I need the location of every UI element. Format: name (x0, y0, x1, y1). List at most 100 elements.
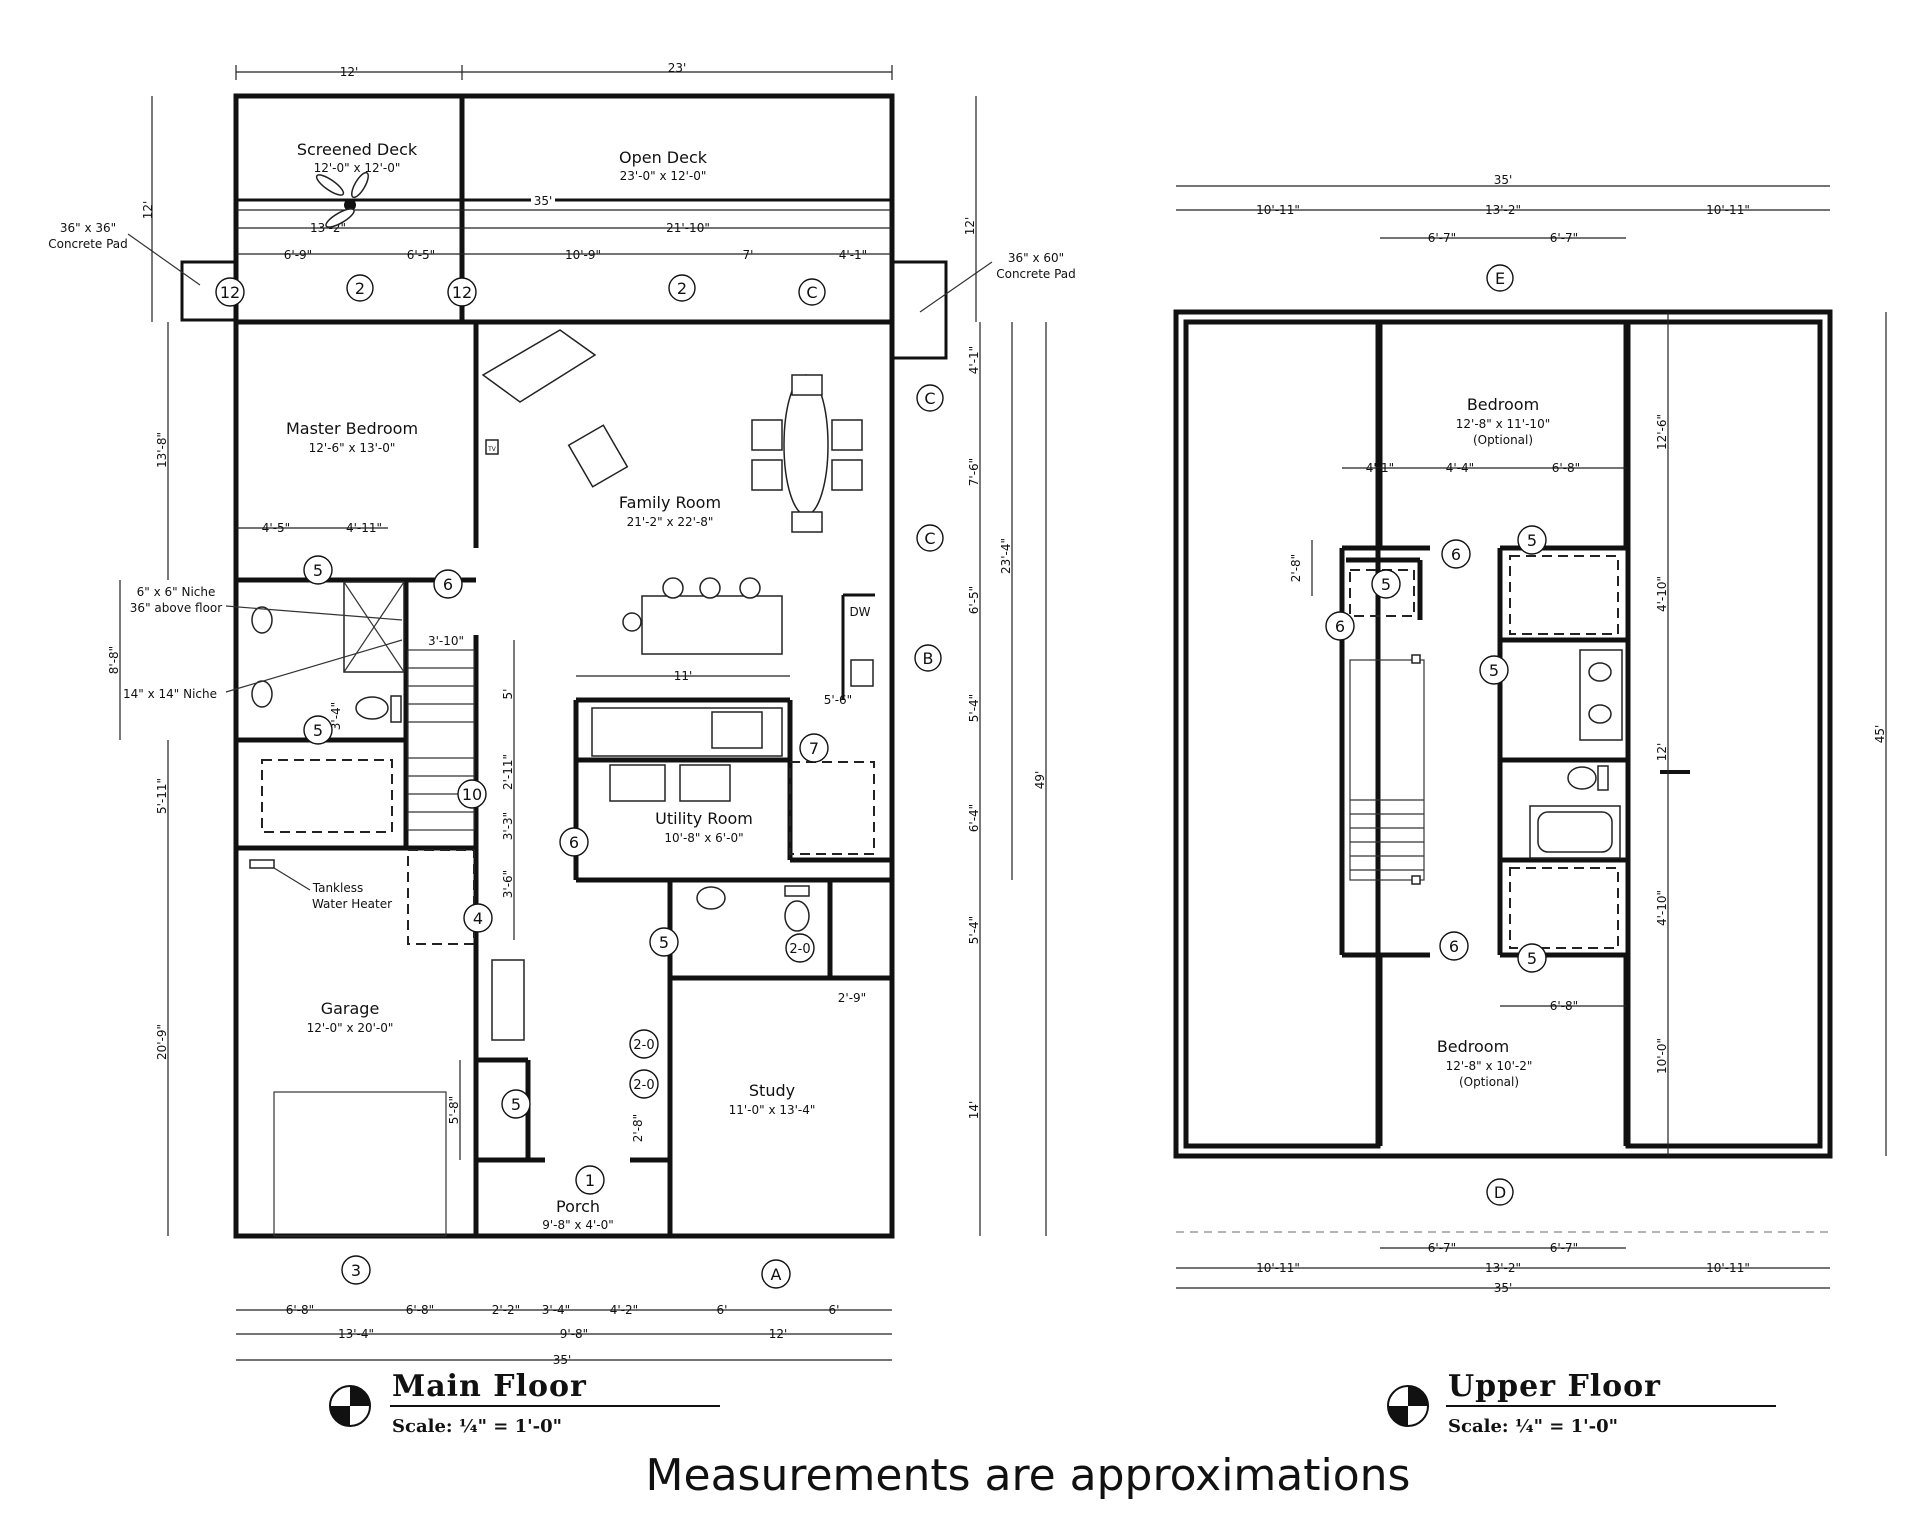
upper-room-labels: Bedroom 12'-8" x 11'-10" (Optional) Bedr… (1437, 395, 1550, 1089)
tag-upper-6b: 6 (1335, 617, 1345, 636)
upper-tags: E 6 5 5 6 5 6 5 D (1325, 264, 1547, 1206)
dim-7: 7' (743, 248, 754, 262)
dim-3-6: 3'-6" (501, 870, 515, 898)
room-name-master-bedroom: Master Bedroom (286, 419, 418, 438)
toilet-icon (784, 900, 810, 932)
deck-area: 35' 13'-2" 21'-10" 6'-9" 6'-5" 10'-9" 7'… (233, 93, 895, 325)
dim-deck-21-10: 21'-10" (666, 221, 710, 235)
room-name-porch: Porch (556, 1197, 600, 1216)
dim-3-3: 3'-3" (501, 812, 515, 840)
note-niche-2: 36" above floor (130, 601, 222, 615)
dim-b2-13-4: 13'-4" (338, 1327, 374, 1341)
measurements-disclaimer: Measurements are approximations (646, 1450, 1411, 1501)
dim-left-5-11: 5'-11" (155, 778, 169, 814)
upper-bottom-dimensions: 6'-7" 6'-7" 10'-11" 13'-2" 10'-11" 35' (1176, 1231, 1830, 1295)
room-size-garage: 12'-0" x 20'-0" (307, 1021, 394, 1035)
kitchen-sink-icon (850, 659, 874, 687)
tag-a: A (771, 1265, 782, 1284)
dim-2-9: 2'-9" (838, 991, 866, 1005)
dim-right-6-5: 6'-5" (967, 586, 981, 614)
dryer-icon (679, 764, 731, 802)
dim-10-9: 10'-9" (565, 248, 601, 262)
dim-b1-6-8b: 6'-8" (406, 1303, 434, 1317)
dim-upper-6-7a: 6'-7" (1428, 231, 1456, 245)
washer-icon (609, 764, 666, 802)
water-heater-icon (249, 859, 275, 869)
tag-5a: 5 (313, 561, 323, 580)
room-size-master-bedroom: 12'-6" x 13'-0" (309, 441, 396, 455)
main-floor-title-block: Main Floor Scale: ¼" = 1'-0" (329, 1369, 720, 1437)
main-interior-dimensions: 4'-5" 4'-11" 3'-10" 3'-4" 5' 2'-11" 3'-3… (236, 521, 866, 1160)
tag-2a: 2 (355, 279, 365, 298)
dim-b2-9-8: 9'-8" (560, 1327, 588, 1341)
tag-upper-5a: 5 (1527, 531, 1537, 550)
dim-deck-35: 35' (534, 194, 553, 208)
concrete-pads: 36" x 36" Concrete Pad 36" x 60" Concret… (48, 221, 1076, 360)
room-name-bedroom-top: Bedroom (1467, 395, 1539, 414)
bath-fixtures (251, 606, 874, 932)
room-size-bedroom-top: 12'-8" x 11'-10" (1456, 417, 1550, 431)
sink-icon (251, 680, 273, 708)
dim-3-4: 3'-4" (329, 702, 343, 730)
dim-b1-6a: 6' (717, 1303, 728, 1317)
dim-b3-35: 35' (553, 1353, 572, 1367)
room-name-bedroom-bottom: Bedroom (1437, 1037, 1509, 1056)
dim-right-5-4a: 5'-4" (967, 694, 981, 722)
upper-floor-scale: Scale: ¼" = 1'-0" (1448, 1416, 1618, 1437)
main-bottom-dimensions: 6'-8" 6'-8" 2'-2" 3'-4" 4'-2" 6' 6' 13'-… (236, 1303, 892, 1367)
room-size-porch: 9'-8" x 4'-0" (542, 1218, 614, 1232)
tag-4: 4 (473, 909, 483, 928)
dim-upper-6-8b: 6'-8" (1550, 999, 1578, 1013)
sofa-icon (481, 329, 597, 403)
note-pad-right-2: Concrete Pad (996, 267, 1076, 281)
room-name-screened-deck: Screened Deck (297, 140, 418, 159)
closet-outlines (261, 759, 875, 945)
upper-floor-title: Upper Floor (1448, 1369, 1661, 1404)
dim-top-23: 23' (668, 61, 687, 75)
tag-5b: 5 (313, 721, 323, 740)
tag-2b: 2 (677, 279, 687, 298)
dim-upper-4-4: 4'-4" (1446, 461, 1474, 475)
note-pad-left-1: 36" x 36" (60, 221, 116, 235)
dining-table-icon (783, 374, 829, 516)
dim-upper-4-10a: 4'-10" (1655, 576, 1669, 612)
main-room-labels: Master Bedroom 12'-6" x 13'-0" Family Ro… (286, 419, 871, 1232)
sink-icon (696, 886, 726, 910)
shower-icon (343, 581, 405, 673)
dim-upper-b-10-11b: 10'-11" (1706, 1261, 1750, 1275)
dim-right-14: 14' (967, 1101, 981, 1120)
dim-right-23-4: 23'-4" (999, 538, 1013, 574)
room-name-garage: Garage (321, 999, 380, 1018)
dim-right-5-4b: 5'-4" (967, 916, 981, 944)
dim-right-4-1: 4'-1" (967, 346, 981, 374)
toilet-icon (355, 696, 389, 720)
upper-floor-title-block: Upper Floor Scale: ¼" = 1'-0" (1387, 1369, 1776, 1437)
note-heater-2: Water Heater (312, 897, 392, 911)
tag-6a: 6 (443, 575, 453, 594)
dim-4-1: 4'-1" (839, 248, 867, 262)
tag-12a: 12 (220, 283, 240, 302)
main-floor-title: Main Floor (392, 1369, 587, 1404)
room-size-screened-deck: 12'-0" x 12'-0" (314, 161, 401, 175)
dim-upper-13-2: 13'-2" (1485, 203, 1521, 217)
toilet-icon (1567, 766, 1597, 790)
dim-5-6: 5'-6" (824, 693, 852, 707)
dim-5-8: 5'-8" (447, 1096, 461, 1124)
room-size-utility-room: 10'-8" x 6'-0" (664, 831, 743, 845)
dim-upper-b-6-7b: 6'-7" (1550, 1241, 1578, 1255)
room-size-family-room: 21'-2" x 22'-8" (627, 515, 714, 529)
main-right-dimensions: 12' 4'-1" 7'-6" 6'-5" 5'-4" 6'-4" 5'-4" … (963, 96, 1047, 1236)
dim-upper-b-6-7a: 6'-7" (1428, 1241, 1456, 1255)
dim-b1-3-4: 3'-4" (542, 1303, 570, 1317)
dim-right-49: 49' (1033, 771, 1047, 790)
upper-top-dimensions: 35' 10'-11" 13'-2" 10'-11" 6'-7" 6'-7" (1176, 173, 1830, 245)
room-size-study: 11'-0" x 13'-4" (729, 1103, 816, 1117)
dim-upper-b-13-2: 13'-2" (1485, 1261, 1521, 1275)
dim-b1-6b: 6' (829, 1303, 840, 1317)
tag-upper-5d: 5 (1527, 949, 1537, 968)
dim-upper-top-35: 35' (1494, 173, 1513, 187)
sink-icon (251, 606, 273, 634)
main-top-dimensions: 12' 23' (235, 61, 893, 80)
main-tags: 12 2 12 2 C C C B 5 6 5 10 6 7 4 5 2-0 2… (215, 274, 944, 1289)
tag-1: 1 (585, 1171, 595, 1190)
